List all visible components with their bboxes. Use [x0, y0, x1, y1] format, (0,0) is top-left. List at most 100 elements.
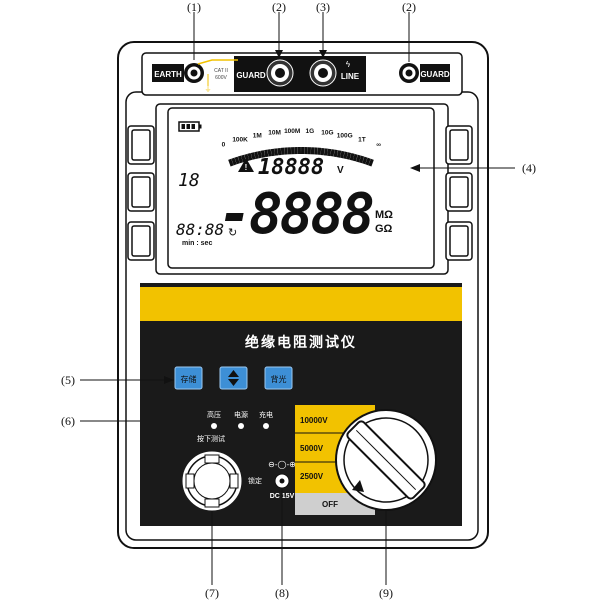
timer-label: min : sec — [182, 240, 212, 247]
scale-tick-label: 10M — [268, 130, 281, 137]
bargraph-segment — [254, 151, 259, 160]
bargraph-segment — [333, 149, 338, 158]
bargraph-segment — [257, 150, 262, 159]
backlight-button-label: 背光 — [271, 374, 287, 384]
callout-3: (3) — [316, 0, 330, 14]
earth-ground-icon: ⏚ — [205, 85, 212, 93]
led-power-label: 电源 — [234, 410, 248, 419]
bargraph-segment — [365, 157, 371, 166]
range-pointer-icon — [352, 480, 364, 492]
bargraph-segment — [362, 156, 368, 165]
led-highvolt-label: 高压 — [207, 410, 221, 419]
bargraph-segment — [274, 148, 279, 156]
callout-8: (8) — [275, 586, 289, 600]
test-knob[interactable] — [181, 450, 243, 512]
bargraph-segment — [228, 158, 234, 167]
bargraph-segment — [280, 147, 285, 155]
bargraph-segment — [340, 150, 345, 159]
unit-mohm: MΩ — [375, 209, 393, 221]
scale-tick-label: ∞ — [376, 142, 381, 149]
scale-tick-label: 0 — [222, 142, 226, 149]
lcd-screen — [167, 107, 435, 269]
earth-guard-wire — [197, 59, 238, 65]
bargraph-segment — [352, 153, 358, 162]
bargraph-segment — [343, 151, 348, 160]
bargraph-segment — [359, 155, 365, 164]
bargraph-segment — [234, 156, 240, 165]
warning-exclamation: ! — [245, 163, 248, 172]
scale-tick-label: 1M — [253, 132, 262, 139]
lightning-icon: ϟ — [346, 60, 351, 69]
voltage-digits: 18888 — [258, 155, 324, 180]
bargraph-segment — [346, 152, 352, 160]
dc-polarity-icon: ⊖-◯-⊕ — [268, 460, 296, 469]
bargraph-segment — [267, 149, 272, 157]
bargraph-segment — [330, 149, 335, 157]
bargraph-segment — [237, 155, 243, 164]
range-10000v: 10000V — [300, 416, 328, 425]
bargraph-segment — [320, 147, 325, 156]
lock-label: 锁定 — [248, 476, 262, 485]
bargraph-segment — [277, 147, 282, 156]
bargraph-segment — [241, 154, 247, 163]
bargraph-segment — [314, 147, 318, 155]
warning-triangle-icon — [238, 158, 254, 172]
backlight-button[interactable]: 背光 — [264, 366, 293, 390]
bargraph-arc — [228, 146, 374, 167]
bargraph-segment — [327, 148, 332, 157]
bargraph-segment — [264, 149, 269, 158]
led-charge-label: 充电 — [259, 410, 273, 419]
bargraph-segment — [317, 147, 322, 155]
scale-tick-label: 100M — [284, 128, 300, 135]
timer-digits: 88:88 — [176, 220, 224, 239]
main-digits: -8888 — [218, 182, 373, 247]
down-arrow-icon — [228, 379, 239, 386]
bargraph-segment — [355, 154, 361, 163]
range-5000v: 5000V — [300, 444, 324, 453]
callout-9: (9) — [379, 586, 393, 600]
bargraph-segment — [368, 158, 374, 167]
bargraph-segment — [284, 147, 288, 155]
callout-5-arrow-icon — [164, 376, 174, 384]
earth-label: EARTH — [154, 70, 182, 79]
bargraph-segment — [247, 153, 253, 161]
unit-gohm: GΩ — [375, 223, 393, 235]
bargraph-segment — [250, 152, 256, 160]
guard-left-label: GUARD — [236, 71, 266, 80]
callout-3-arrow-icon — [319, 50, 327, 58]
bargraph-segment — [244, 153, 250, 162]
store-button-label: 存储 — [181, 374, 197, 384]
bargraph-segment — [260, 150, 266, 158]
bargraph-segment — [349, 153, 355, 161]
bargraph-segment — [270, 148, 275, 157]
led-highvolt — [211, 423, 217, 429]
callout-4-arrow-icon — [410, 164, 420, 172]
led-power — [238, 423, 244, 429]
callout-1: (1) — [187, 0, 201, 14]
side-tabs-left — [127, 125, 155, 261]
bargraph-segment — [336, 150, 342, 158]
up-arrow-icon — [228, 370, 239, 377]
guard-right-label: GUARD — [420, 70, 450, 79]
timer-icon: ↻ — [228, 227, 237, 239]
scale-tick-label: 100G — [337, 132, 353, 139]
range-selector-knob[interactable] — [335, 409, 437, 511]
callout-7: (7) — [205, 586, 219, 600]
earth-label-box — [152, 64, 184, 82]
voltage-unit: V — [337, 165, 344, 176]
line-guard-block — [234, 56, 366, 92]
bargraph-segment — [231, 157, 237, 166]
bargraph-segment — [323, 148, 328, 156]
callout-6: (6) — [61, 414, 75, 428]
up-down-button[interactable] — [219, 366, 248, 390]
side-tabs-right — [445, 125, 473, 261]
range-2500v: 2500V — [300, 472, 324, 481]
cat-label: CAT II — [214, 68, 228, 74]
callout-2b: (2) — [402, 0, 416, 14]
led-charge — [263, 423, 269, 429]
scale-tick-label: 100K — [232, 136, 248, 143]
battery-icon — [178, 121, 202, 132]
store-button[interactable]: 存储 — [174, 366, 203, 390]
